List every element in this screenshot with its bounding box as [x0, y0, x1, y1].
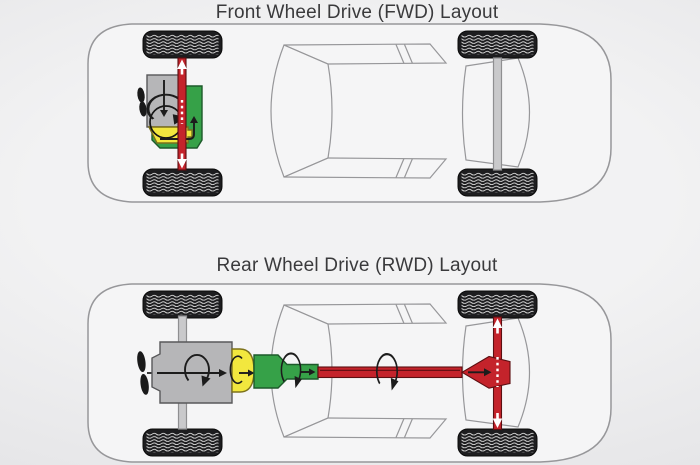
- axle-flow-arrow-down: [177, 153, 187, 169]
- power-flow-down-arrow: [160, 80, 168, 117]
- rotation-arc-icon: [229, 355, 243, 385]
- radiator-fan-icon: [137, 87, 147, 117]
- power-flow-j-arrow: [160, 116, 198, 140]
- fwd-rear-idle-axle: [492, 57, 503, 171]
- fwd-car-diagram: [88, 24, 611, 202]
- transmission-flow-arrow: [301, 368, 316, 376]
- rwd-car-diagram: [88, 284, 611, 462]
- axle-flow-arrow-up: [177, 59, 187, 75]
- fwd-title: Front Wheel Drive (FWD) Layout: [215, 2, 499, 23]
- axle-flow-arrow-up: [492, 318, 503, 334]
- fwd-front-drive-axle: [177, 57, 187, 171]
- converter-flow-arrow: [239, 369, 255, 377]
- rwd-engine-group: [137, 316, 511, 431]
- differential-flow-arrow: [468, 368, 492, 377]
- axle-flow-arrow-down: [492, 413, 503, 428]
- rwd-title: Rear Wheel Drive (RWD) Layout: [216, 255, 498, 276]
- rwd-torque-converter: [231, 348, 255, 393]
- rwd-transmission: [253, 354, 319, 389]
- rwd-driveshaft: [317, 366, 463, 379]
- radiator-fan-icon: [137, 351, 149, 395]
